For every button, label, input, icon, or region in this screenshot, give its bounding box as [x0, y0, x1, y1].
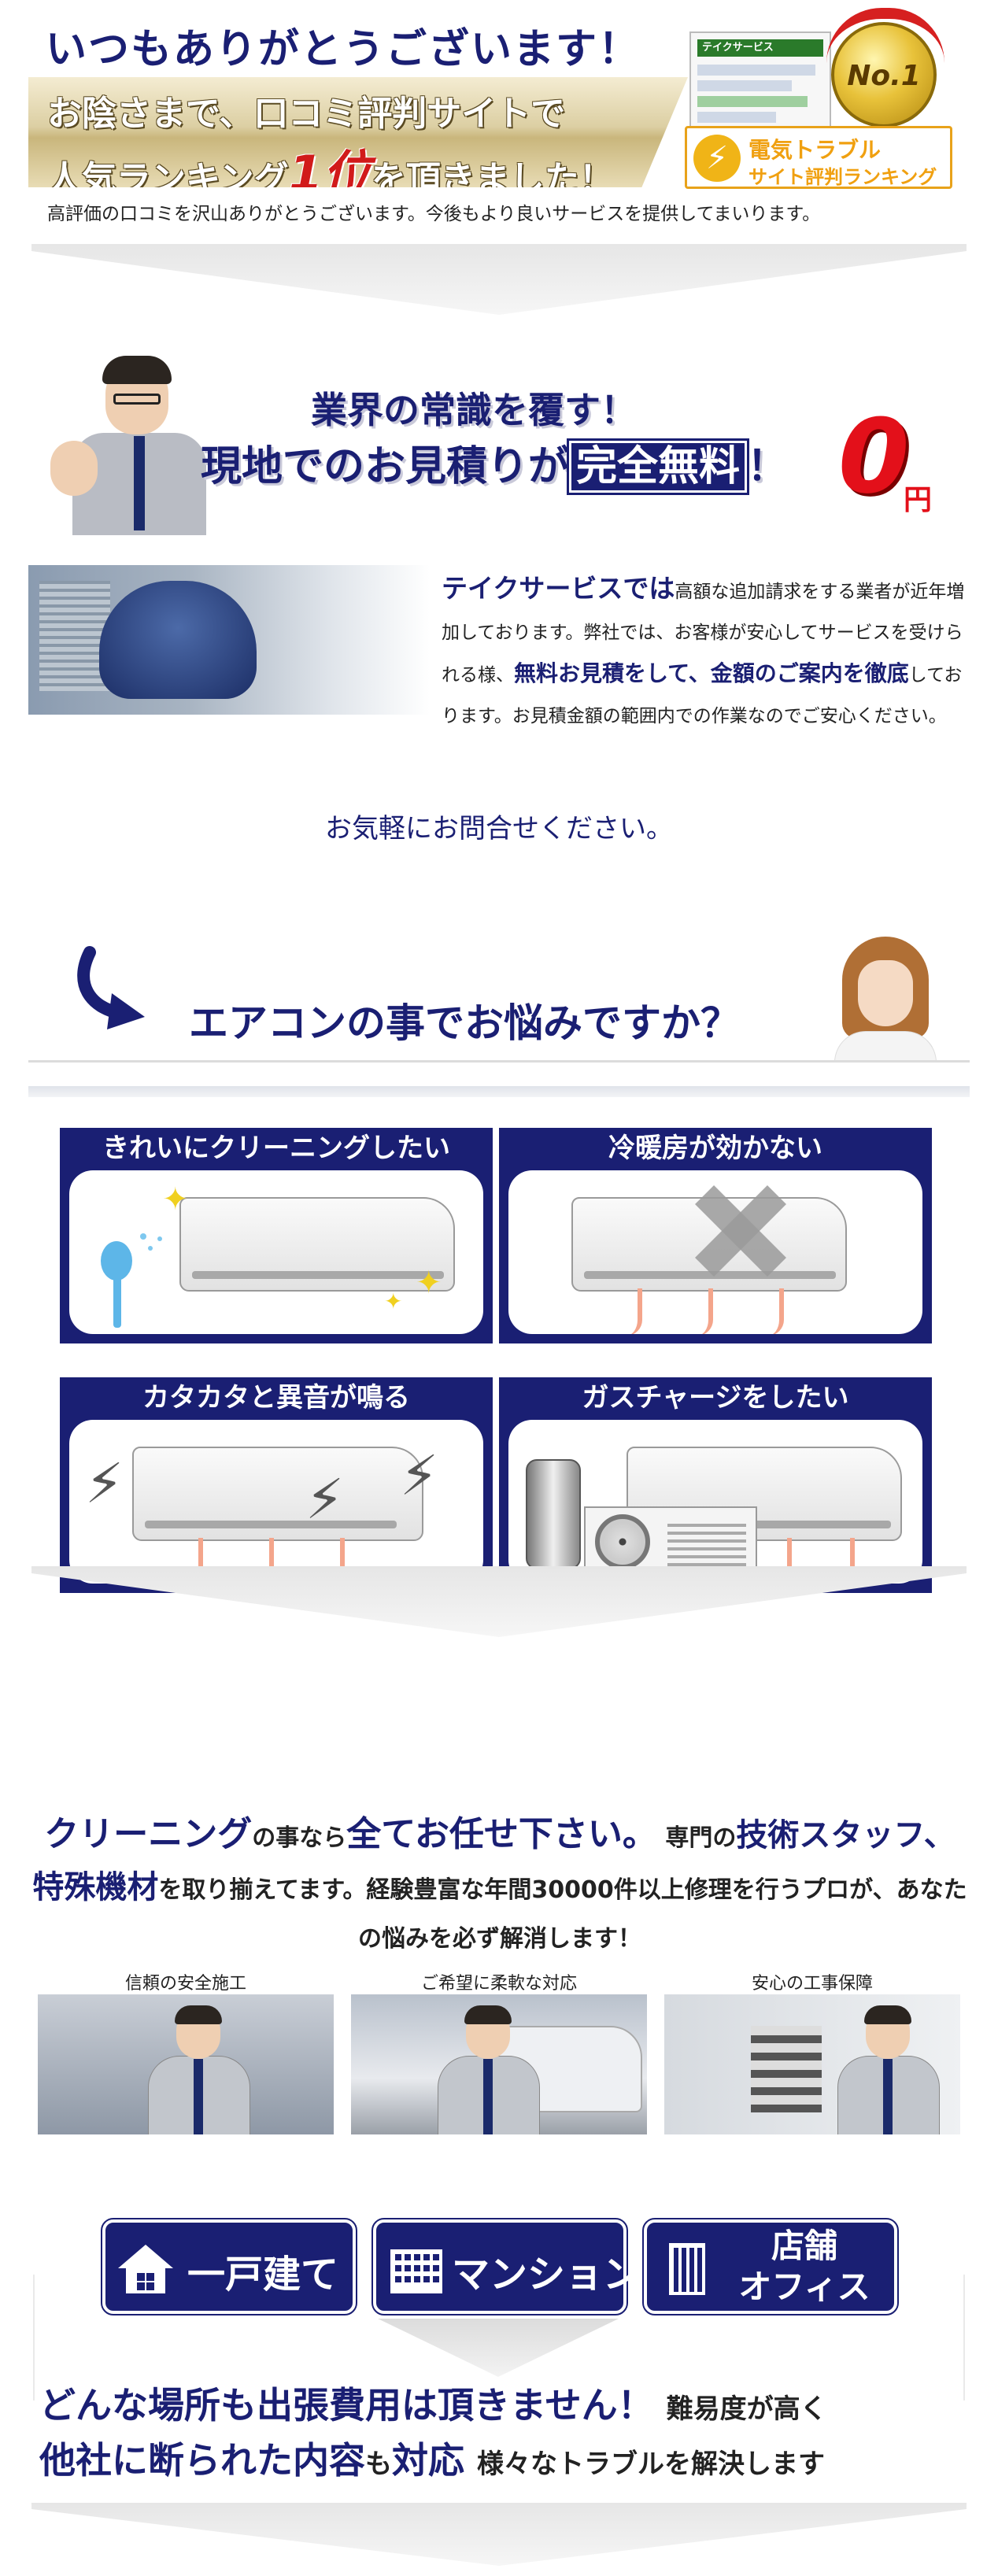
staff-caption: ご希望に柔軟な対応 — [420, 1974, 577, 1994]
thanks-heading: いつもありがとうございます！ — [46, 26, 641, 73]
estimate-paragraph: テイクサービスでは高額な追加請求をする業者が近年増加しております。弊社では、お客… — [442, 573, 965, 726]
staff-photo-safety — [38, 1994, 334, 2134]
travel-cost-line: どんな場所も出張費用は頂きません！ 難易度が高く — [39, 2384, 827, 2426]
tab-label: 一戸建て — [187, 2253, 338, 2297]
staff-photo-warranty — [664, 1994, 960, 2134]
site-preview-thumbnail: テイクサービス — [689, 31, 831, 134]
ranking-line1: 電気トラブル — [748, 137, 882, 163]
air-conditioner-icon — [179, 1197, 455, 1292]
section-divider — [31, 2503, 967, 2566]
free-estimate-section: 業界の常識を覆す！ 現地でのお見積りが完全無料！ 0 円 テイクサービスでは高額… — [0, 315, 998, 944]
grey-bar — [28, 1086, 970, 1097]
apartment-icon — [390, 2249, 442, 2293]
difficult-cases-line: 他社に断られた内容も対応 様々なトラブルを解決します — [39, 2439, 826, 2482]
worry-tile-label: カタカタと異音が鳴る — [142, 1382, 410, 1414]
noise-icon: ⚡ — [400, 1443, 439, 1508]
banner-line2-b: を頂きました！ — [371, 159, 614, 199]
free-estimate-emphasis: 無料お見積 — [514, 660, 625, 686]
ranking-line2: サイト評判ランキング — [748, 166, 937, 188]
worry-tile-not-cooling[interactable]: 冷暖房が効かない — [499, 1128, 932, 1343]
banner-line1: お陰さまで、口コミ評判サイトで — [47, 94, 566, 134]
section-divider — [31, 1566, 967, 1637]
banner-line2: 人気ランキング1位を頂きました！ — [47, 134, 614, 202]
site-preview-row — [697, 112, 776, 123]
worries-section: エアコンの事でお悩みですか？ きれいにクリーニングしたい ✦ ✦ ✦ 冷暖房が効… — [0, 921, 998, 1645]
curved-arrow-icon — [77, 946, 145, 1029]
site-preview-row — [697, 80, 792, 91]
lightning-icon: ⚡ — [693, 135, 741, 182]
estimate-headline1: 業界の常識を覆す！ — [311, 389, 637, 431]
noise-icon: ⚡ — [305, 1467, 345, 1532]
site-preview-row — [697, 96, 808, 107]
buildings-section: 一戸建て マンション 店舗オフィス どんな場所も出張費用は頂きません！ 難易度が… — [0, 2204, 998, 2576]
outdoor-unit-icon — [584, 1506, 757, 1574]
tab-detached-house[interactable]: 一戸建て — [101, 2218, 357, 2315]
staff-photo-flexible — [351, 1994, 647, 2134]
yen-unit: 円 — [904, 484, 933, 516]
estimate-headline2-b: ！ — [747, 443, 789, 490]
free-badge: 完全無料 — [567, 438, 750, 495]
worry-tile-noise[interactable]: カタカタと異音が鳴る ⚡ ⚡ ⚡ — [60, 1377, 493, 1593]
noise-icon: ⚡ — [85, 1451, 124, 1516]
sparkle-icon: ✦ — [384, 1288, 403, 1314]
worry-tile-cleaning[interactable]: きれいにクリーニングしたい ✦ ✦ ✦ — [60, 1128, 493, 1343]
medal-text: No.1 — [847, 60, 921, 92]
worry-tile-label: 冷暖房が効かない — [608, 1133, 822, 1164]
worry-tile-label: きれいにクリーニングしたい — [102, 1133, 450, 1164]
tab-label: マンション — [452, 2253, 641, 2297]
gas-cylinder-icon — [526, 1459, 581, 1569]
staff-caption: 安心の工事保障 — [751, 1974, 873, 1994]
gold-medal-icon: No.1 — [831, 22, 937, 128]
staff-caption: 信頼の安全施工 — [124, 1974, 246, 1994]
site-preview-row — [697, 65, 815, 76]
zero-price: 0 — [838, 397, 910, 516]
air-conditioner-icon — [132, 1447, 423, 1541]
staff-ok-sign-illustration — [50, 354, 224, 535]
thanks-section: いつもありがとうございます！ お陰さまで、口コミ評判サイトで 人気ランキング1位… — [0, 0, 998, 315]
breaker-panel-image — [751, 2026, 822, 2112]
ranking-banner: お陰さまで、口コミ評判サイトで 人気ランキング1位を頂きました！ — [28, 77, 688, 187]
tab-store-office[interactable]: 店舗オフィス — [642, 2218, 899, 2315]
sparkle-icon: ✦ — [162, 1181, 189, 1218]
banner-rank-number: 1位 — [288, 145, 371, 202]
worry-tile-label: ガスチャージをしたい — [582, 1382, 849, 1414]
staff-section: クリーニングの事なら全てお任せ下さい。 専門の技術スタッフ、特殊機材を取り揃えて… — [0, 1645, 998, 2204]
cap-image — [99, 581, 257, 699]
tab-apartment[interactable]: マンション — [371, 2218, 641, 2315]
estimate-headline2-a: 現地でのお見積りが — [201, 443, 570, 490]
staff-paragraph: クリーニングの事なら全てお任せ下さい。 専門の技術スタッフ、特殊機材を取り揃えて… — [32, 1814, 967, 1953]
thinking-woman-illustration — [826, 937, 944, 1063]
contact-prompt[interactable]: お気軽にお問合せください。 — [325, 813, 673, 844]
thanks-subtext: 高評価の口コミを沢山ありがとうございます。今後もより良いサービスを提供してまいり… — [47, 204, 821, 224]
air-conditioner-icon — [627, 1447, 902, 1541]
title-underline — [28, 1060, 970, 1063]
tab-label: 店舗オフィス — [738, 2227, 870, 2306]
company-name: テイクサービスでは — [442, 573, 675, 604]
section-divider — [31, 244, 967, 315]
ranking-badge: ⚡ 電気トラブル サイト評判ランキング — [685, 126, 952, 189]
sparkle-icon: ✦ — [416, 1265, 442, 1301]
office-building-icon — [669, 2243, 705, 2295]
worry-tile-gas-charge[interactable]: ガスチャージをしたい — [499, 1377, 932, 1593]
site-preview-title: テイクサービス — [697, 39, 823, 57]
banner-line2-a: 人気ランキング — [47, 159, 289, 199]
estimate-headline2: 現地でのお見積りが完全無料！ — [201, 433, 789, 495]
technician-cap-photo — [28, 565, 430, 715]
worries-title: エアコンの事でお悩みですか？ — [189, 1000, 740, 1046]
house-icon — [118, 2245, 173, 2293]
